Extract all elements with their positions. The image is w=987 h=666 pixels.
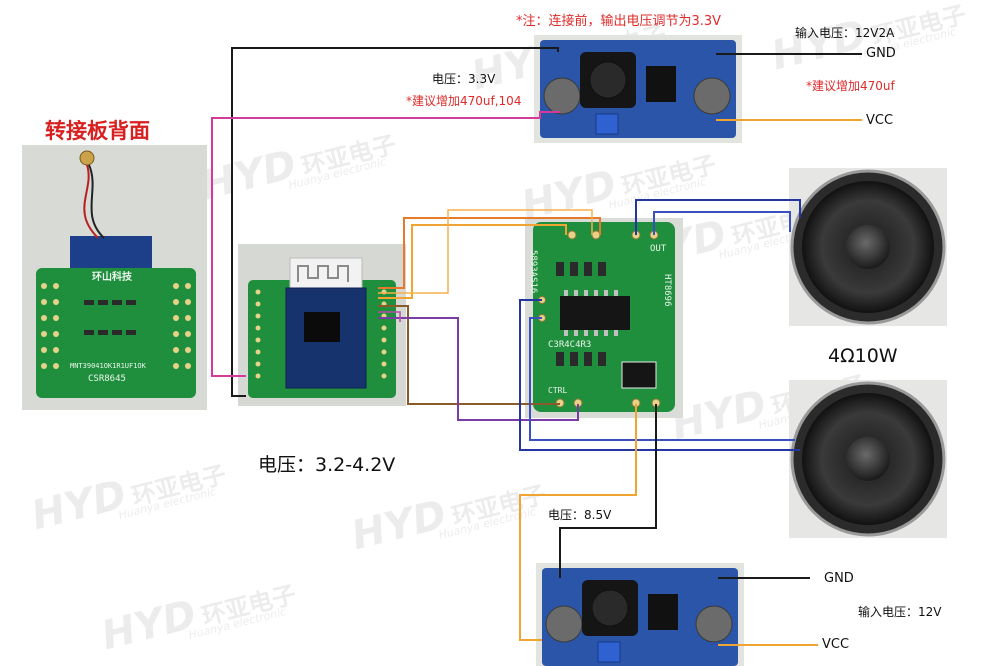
wire-purple-ctrl bbox=[378, 317, 579, 421]
adapter-smd-parts bbox=[84, 300, 136, 335]
regulator-ic bbox=[648, 594, 678, 630]
wire-orange-8v5 bbox=[519, 404, 637, 641]
wire-blue-speaker-top-1 bbox=[635, 199, 801, 235]
bottom-vcc-label: VCC bbox=[822, 637, 850, 652]
adapter-code-silk: MNT39041OK1R1UF1OK bbox=[70, 362, 146, 370]
wire-blue-speaker-bottom-2 bbox=[529, 317, 795, 441]
capacitor-right bbox=[693, 77, 731, 115]
mic-wire-black bbox=[88, 164, 105, 239]
bluetooth-board-photo bbox=[238, 244, 406, 406]
top-note: *注：连接前，输出电压调节为3.3V bbox=[516, 14, 722, 29]
adapter-board-photo bbox=[22, 145, 207, 410]
amp-ctrl-silk: CTRL bbox=[548, 386, 568, 395]
bt-chip bbox=[304, 312, 340, 342]
speaker-spec-label: 4Ω10W bbox=[828, 345, 898, 367]
speaker-top bbox=[789, 168, 947, 326]
wire-orange-audio-1 bbox=[378, 224, 567, 299]
top-gnd-label: GND bbox=[866, 46, 896, 61]
amp-code-silk: 5893AS16 bbox=[528, 250, 538, 294]
regulator-ic bbox=[646, 66, 676, 102]
amp-chip-pins bbox=[564, 290, 618, 336]
amp-out-silk: OUT bbox=[650, 244, 667, 254]
adapter-board-title: 转接板背面 bbox=[45, 119, 150, 143]
amp-inductor bbox=[621, 361, 657, 389]
bt-voltage-label: 电压：3.2-4.2V bbox=[258, 454, 396, 476]
bottom-input-voltage: 输入电压：12V bbox=[858, 605, 942, 619]
trim-pot bbox=[597, 641, 621, 663]
bottom-output-voltage: 电压：8.5V bbox=[548, 508, 612, 522]
amp-parts-silk: C3R4C4R3 bbox=[548, 340, 592, 350]
wire-brown-audio-gnd bbox=[378, 305, 560, 405]
adapter-model-silk: CSR8645 bbox=[88, 374, 126, 384]
top-input-voltage: 输入电压：12V2A bbox=[795, 26, 895, 40]
capacitor-left bbox=[543, 77, 581, 115]
wire-orange-audio-2 bbox=[378, 217, 601, 289]
ble-module-tab bbox=[70, 236, 152, 268]
capacitor-left bbox=[545, 605, 583, 643]
speaker-dust-cap bbox=[846, 437, 890, 481]
amp-smd-parts bbox=[556, 262, 606, 366]
wire-black-gnd-top bbox=[231, 47, 559, 397]
inductor-core bbox=[591, 589, 629, 627]
top-output-voltage: 电压：3.3V bbox=[432, 72, 496, 86]
wire-blue-speaker-bottom-1 bbox=[519, 299, 800, 451]
top-suggest-left: *建议增加470uf,104 bbox=[406, 94, 522, 108]
speaker-dust-cap bbox=[846, 225, 890, 269]
wire-blue-speaker-top-2 bbox=[653, 211, 791, 235]
antenna-trace bbox=[297, 265, 349, 282]
bottom-gnd-label: GND bbox=[824, 571, 854, 586]
adapter-pads bbox=[41, 283, 191, 369]
wire-black-8v5-gnd bbox=[559, 404, 657, 578]
amp-chip-silk: HT8696 bbox=[662, 274, 672, 307]
inductor-core bbox=[589, 61, 627, 99]
bt-antenna-area bbox=[289, 257, 363, 289]
wire-orange-audio-3 bbox=[378, 209, 593, 294]
wire-magenta-3v3 bbox=[211, 111, 560, 377]
top-vcc-label: VCC bbox=[866, 113, 894, 128]
buck-converter-bottom bbox=[536, 563, 744, 666]
speaker-bottom bbox=[789, 380, 947, 538]
mic-capsule bbox=[79, 150, 95, 166]
top-suggest-right: *建议增加470uf bbox=[806, 79, 895, 93]
wire-violet-bt bbox=[378, 311, 401, 322]
amp-chip bbox=[560, 296, 630, 330]
adapter-brand-silk: 环山科技 bbox=[92, 272, 132, 283]
capacitor-right bbox=[695, 605, 733, 643]
mic-wire-red bbox=[83, 164, 99, 239]
buck-converter-top bbox=[534, 35, 742, 143]
trim-pot bbox=[595, 113, 619, 135]
